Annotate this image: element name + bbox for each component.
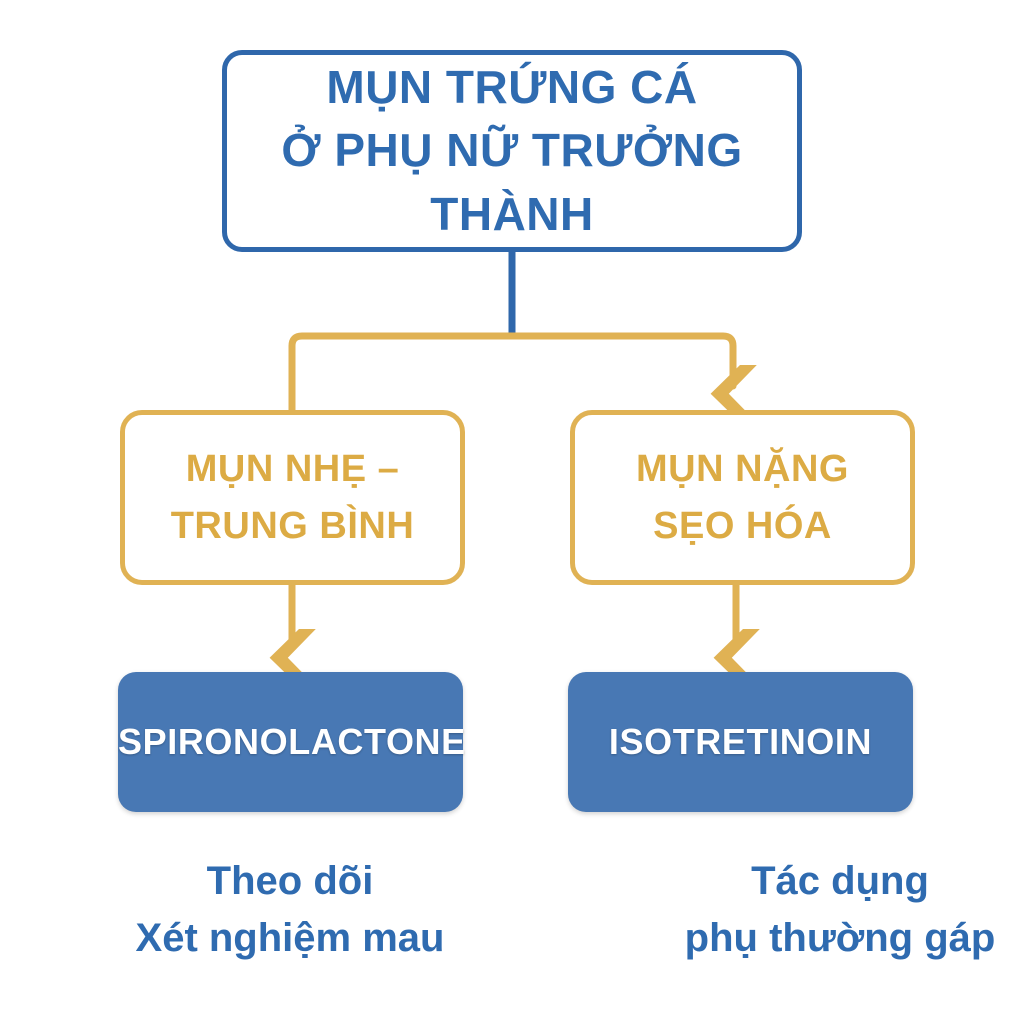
node-root-diagnosis: MỤN TRỨNG CÁ Ở PHỤ NỮ TRƯỞNG THÀNH: [222, 50, 802, 252]
right-branch-line: [508, 332, 757, 423]
node-drug-isotretinoin: ISOTRETINOIN: [568, 672, 913, 812]
node-severity-severe: MỤN NẶNG SẸO HÓA: [570, 410, 915, 585]
node-drug-spironolactone: SPIRONOLACTONE: [118, 672, 466, 812]
node-severity-severe-label: MỤN NẶNG SẸO HÓA: [636, 447, 849, 547]
left-branch-line: [288, 332, 516, 414]
node-severity-mild: MỤN NHẸ – TRUNG BÌNH: [120, 410, 465, 585]
node-drug-spironolactone-label: SPIRONOLACTONE: [118, 721, 466, 762]
caption-spironolactone: Theo dõi Xét nghiệm mau: [135, 859, 445, 960]
caption-isotretinoin: Tác dụng phụ thường gáp: [684, 859, 996, 960]
node-root-label: MỤN TRỨNG CÁ Ở PHỤ NỮ TRƯỞNG THÀNH: [281, 60, 743, 240]
node-severity-mild-label: MỤN NHẸ – TRUNG BÌNH: [170, 447, 415, 547]
node-drug-isotretinoin-label: ISOTRETINOIN: [608, 721, 873, 762]
